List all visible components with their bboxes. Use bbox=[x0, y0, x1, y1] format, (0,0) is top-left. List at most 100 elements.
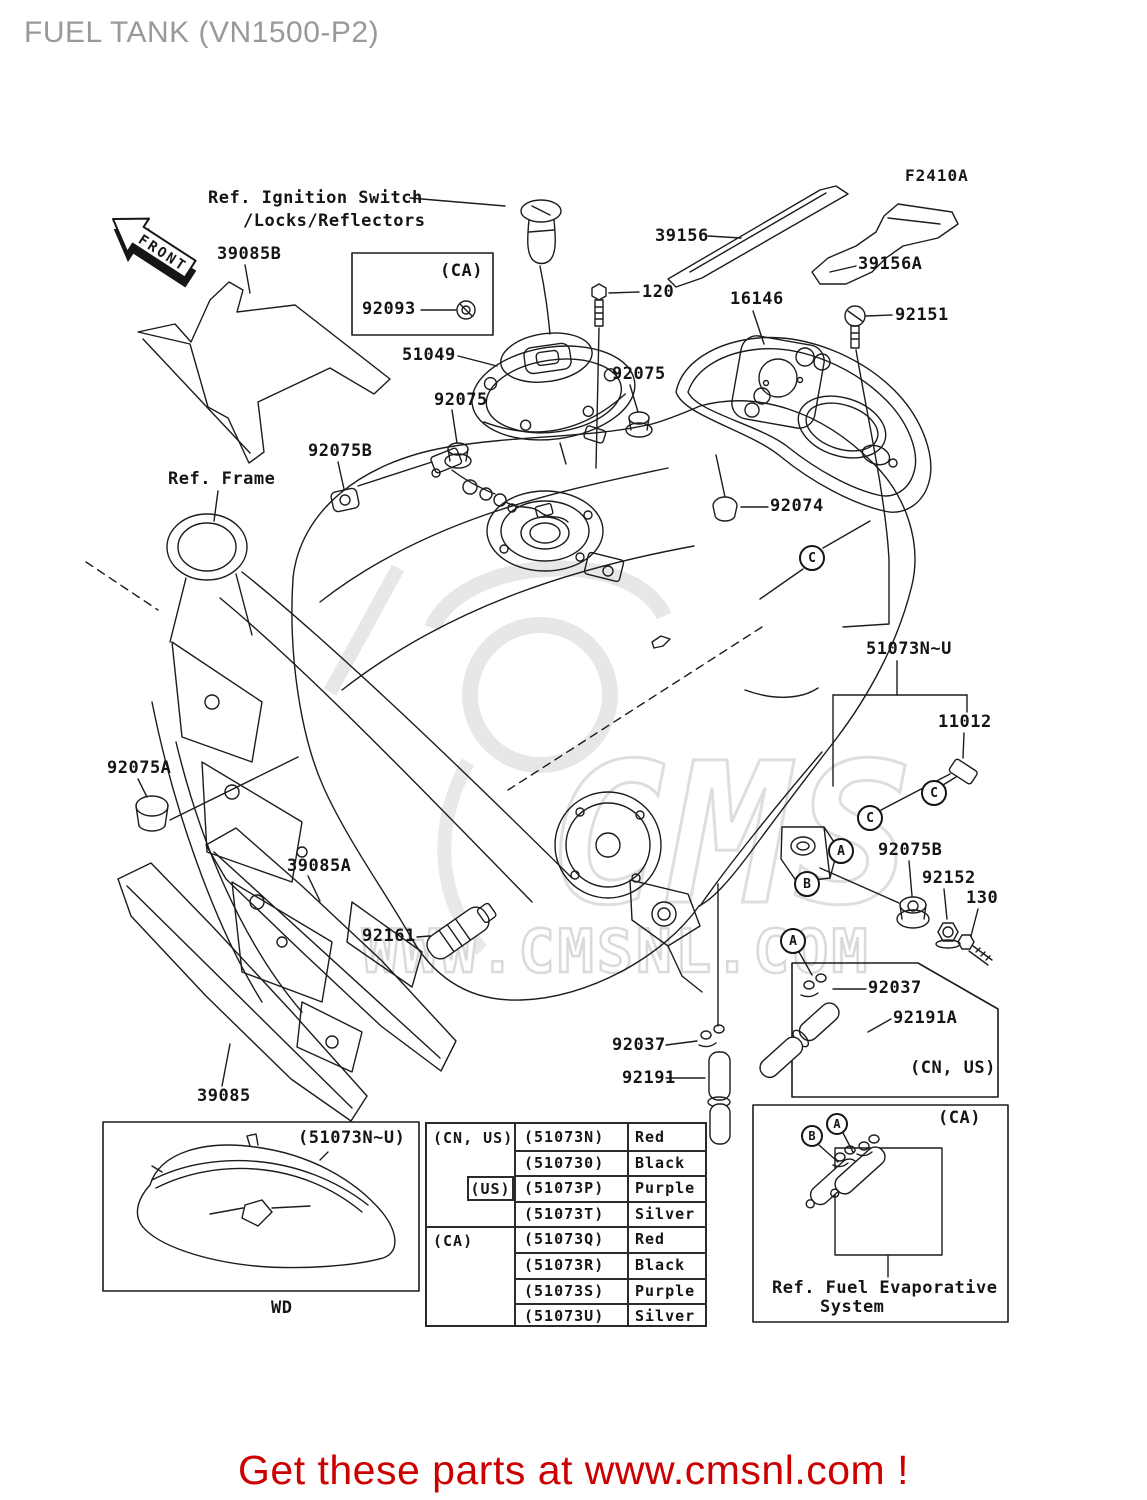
table-divider-region bbox=[514, 1124, 516, 1325]
table-part-cell: (51073S) bbox=[524, 1282, 605, 1300]
frame-drawing bbox=[151, 490, 573, 1073]
table-part-cell: (510730) bbox=[524, 1154, 605, 1172]
table-region-cn-us: (CN, US) bbox=[433, 1129, 514, 1147]
part-label-39085a: 39085A bbox=[287, 856, 352, 876]
part-label-92151: 92151 bbox=[895, 305, 949, 325]
ca-box-top-label: (CA) bbox=[440, 261, 483, 281]
part-label-130: 130 bbox=[966, 888, 999, 908]
cap-92075A-drawing bbox=[135, 756, 299, 832]
watermark-cms-text: CMS bbox=[548, 721, 918, 948]
part-label-11012: 11012 bbox=[938, 712, 992, 732]
tank-bottom-flange-drawing bbox=[554, 791, 703, 993]
ref-ignition-switch-line1: Ref. Ignition Switch bbox=[208, 188, 423, 208]
ref-frame-label: Ref. Frame bbox=[168, 469, 276, 489]
ref-marker-a-3: A bbox=[826, 1113, 848, 1135]
part-label-51049: 51049 bbox=[402, 345, 456, 365]
inset-variant-label: (51073N~U) bbox=[298, 1128, 406, 1148]
table-color-cell: Red bbox=[635, 1230, 666, 1248]
part-label-92191: 92191 bbox=[622, 1068, 676, 1088]
tank-side-view-inset bbox=[102, 1121, 420, 1292]
ref-fuel-evap-line1: Ref. Fuel Evaporative bbox=[772, 1278, 998, 1298]
table-part-cell: (51073T) bbox=[524, 1205, 605, 1223]
part-label-92075b-top: 92075B bbox=[308, 441, 373, 461]
part-label-51073n-u: 51073N~U bbox=[866, 639, 952, 659]
ref-marker-b-1: B bbox=[794, 871, 820, 897]
cn-us-option-box bbox=[759, 951, 999, 1098]
cn-us-box-label: (CN, US) bbox=[910, 1058, 996, 1078]
fuel-pump-ring-drawing bbox=[486, 490, 625, 583]
part-label-92037-box: 92037 bbox=[868, 978, 922, 998]
ref-marker-a-1: A bbox=[828, 838, 854, 864]
figure-code: F2410A bbox=[905, 166, 969, 185]
heat-shield-39085B-drawing bbox=[137, 264, 391, 464]
front-direction-badge: FRONT bbox=[112, 217, 197, 288]
part-label-92075a: 92075A bbox=[107, 758, 172, 778]
fitment-table: (CN, US) (US) (CA) (51073N) Red (510730)… bbox=[425, 1122, 707, 1327]
trim-39156-drawing bbox=[667, 185, 849, 288]
part-label-92037-main: 92037 bbox=[612, 1035, 666, 1055]
table-region-ca: (CA) bbox=[433, 1232, 474, 1250]
rear-mount-drawing bbox=[780, 826, 900, 904]
table-color-cell: Black bbox=[635, 1256, 686, 1274]
bolt-120-drawing bbox=[591, 283, 640, 469]
part-label-39085: 39085 bbox=[197, 1086, 251, 1106]
part-label-92074: 92074 bbox=[770, 496, 824, 516]
part-label-92075-right: 92075 bbox=[612, 364, 666, 384]
inset-caption-wd: WD bbox=[271, 1298, 293, 1318]
bolt-92151-drawing bbox=[842, 305, 893, 628]
part-label-39085b: 39085B bbox=[217, 244, 282, 264]
promo-banner-link[interactable]: Get these parts at www.cmsnl.com ! bbox=[238, 1447, 909, 1493]
damper-92074-drawing bbox=[712, 454, 769, 522]
part-label-92075-left: 92075 bbox=[434, 390, 488, 410]
table-divider-color bbox=[627, 1124, 629, 1325]
grommet-92075B-top-drawing bbox=[330, 461, 433, 513]
ignition-key-drawing bbox=[409, 197, 562, 335]
table-region-us-box: (US) bbox=[467, 1176, 514, 1201]
nut-92152-drawing bbox=[935, 888, 961, 949]
grommet-92075-left-drawing bbox=[444, 409, 472, 469]
part-label-120: 120 bbox=[642, 282, 675, 302]
cms-watermark: CMS WWW.CMSNL.COM bbox=[323, 560, 918, 988]
page-title: FUEL TANK (VN1500-P2) bbox=[24, 16, 380, 49]
table-part-cell: (51073U) bbox=[524, 1307, 605, 1325]
ref-marker-b-2: B bbox=[801, 1125, 823, 1147]
bolt-130-drawing bbox=[957, 908, 993, 966]
fuel-tank-body-drawing bbox=[85, 400, 916, 1001]
heat-shield-39085-drawing bbox=[117, 862, 368, 1122]
part-label-92093: 92093 bbox=[362, 299, 416, 319]
ref-marker-c-2: C bbox=[921, 780, 947, 806]
table-color-cell: Red bbox=[635, 1128, 666, 1146]
table-color-cell: Black bbox=[635, 1154, 686, 1172]
console-16146-drawing bbox=[675, 310, 932, 513]
ref-marker-c-3: C bbox=[857, 805, 883, 831]
part-label-92191a: 92191A bbox=[893, 1008, 958, 1028]
table-color-cell: Silver bbox=[635, 1307, 696, 1325]
ref-ignition-switch-line2: /Locks/Reflectors bbox=[243, 211, 426, 231]
part-label-39156: 39156 bbox=[655, 226, 709, 246]
part-label-92152: 92152 bbox=[922, 868, 976, 888]
table-part-cell: (51073N) bbox=[524, 1128, 605, 1146]
table-part-cell: (51073R) bbox=[524, 1256, 605, 1274]
table-color-cell: Purple bbox=[635, 1282, 696, 1300]
grommet-92075B-bottom-drawing bbox=[896, 860, 930, 929]
ca-option-box-top bbox=[351, 252, 494, 336]
trim-39156A-drawing bbox=[811, 203, 959, 285]
grommet-92075-right-drawing bbox=[625, 384, 653, 438]
part-label-92075b-bottom: 92075B bbox=[878, 840, 943, 860]
part-label-16146: 16146 bbox=[730, 289, 784, 309]
table-part-cell: (51073P) bbox=[524, 1179, 605, 1197]
table-color-cell: Purple bbox=[635, 1179, 696, 1197]
table-part-cell: (51073Q) bbox=[524, 1230, 605, 1248]
fuel-cap-51049-drawing bbox=[471, 332, 636, 441]
ref-marker-a-2: A bbox=[780, 928, 806, 954]
hose-92191-drawing bbox=[665, 883, 731, 1145]
table-color-cell: Silver bbox=[635, 1205, 696, 1223]
wiring-harness-drawing bbox=[430, 447, 569, 523]
ca-box-bottom-label: (CA) bbox=[938, 1108, 981, 1128]
ref-marker-c-1: C bbox=[799, 545, 825, 571]
sleeve-92161-drawing bbox=[416, 902, 497, 960]
ref-fuel-evap-line2: System bbox=[820, 1297, 885, 1317]
part-label-92161: 92161 bbox=[362, 926, 416, 946]
